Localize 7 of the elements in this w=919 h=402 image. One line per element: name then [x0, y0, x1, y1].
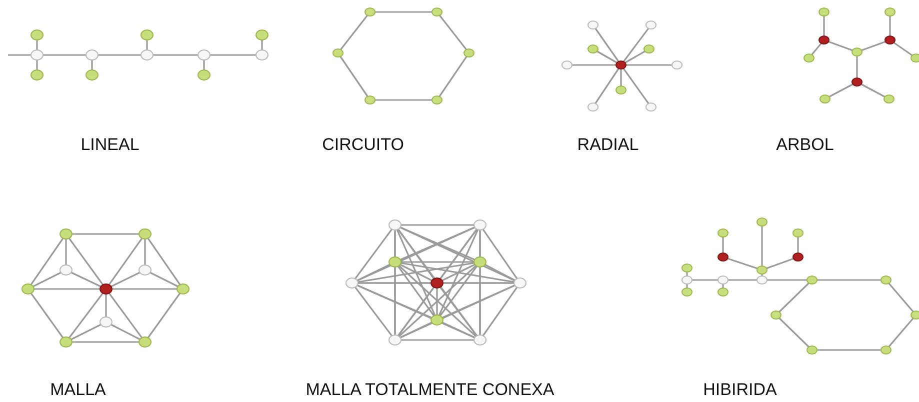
- topology-caption: LINEAL: [80, 135, 140, 155]
- topology-caption: CIRCUITO: [322, 135, 404, 155]
- topology-caption: ARBOL: [776, 135, 834, 155]
- topology-caption: MALLA TOTALMENTE CONEXA: [306, 380, 554, 400]
- topology-caption: MALLA: [50, 380, 106, 400]
- topology-caption: HIBIRIDA: [703, 380, 777, 400]
- topology-caption: RADIAL: [577, 135, 639, 155]
